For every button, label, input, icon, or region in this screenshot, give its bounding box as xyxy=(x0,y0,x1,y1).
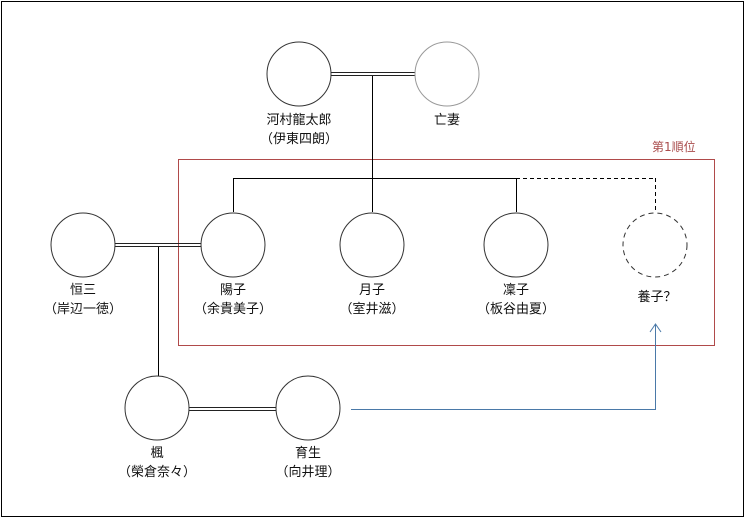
person-actor: （板谷由夏） xyxy=(476,302,556,317)
person-name: 凜子 xyxy=(502,283,530,298)
arrow-ikuo-to-adopted xyxy=(351,325,656,410)
person-actor: （伊東四朗） xyxy=(259,132,339,147)
person-node-tsukiko[interactable] xyxy=(339,212,405,278)
person-node-adopted[interactable] xyxy=(622,212,688,278)
person-actor: （岸辺一徳） xyxy=(43,302,123,317)
person-node-yoko[interactable] xyxy=(200,212,266,278)
person-name: 河村龍太郎 xyxy=(266,113,332,128)
person-label-kozo: 恒三 （岸辺一徳） xyxy=(44,281,122,319)
person-actor: （榮倉奈々） xyxy=(117,465,197,480)
marriage-line-kaede-ikuo xyxy=(189,407,276,411)
person-node-rinko[interactable] xyxy=(483,212,549,278)
person-label-kawamura: 河村龍太郎 （伊東四朗） xyxy=(260,111,338,149)
person-node-ikuo[interactable] xyxy=(275,375,341,441)
person-name: 養子？ xyxy=(637,290,677,305)
person-label-kaede: 楓 （榮倉奈々） xyxy=(118,444,196,482)
first-rank-label: 第1順位 xyxy=(652,140,696,154)
person-actor: （余貴美子） xyxy=(193,302,273,317)
person-actor: （室井滋） xyxy=(339,302,405,317)
person-node-kawamura[interactable] xyxy=(266,41,332,107)
person-label-adopted: 養子？ xyxy=(637,288,676,307)
person-name: 陽子 xyxy=(219,283,247,298)
person-label-tsukiko: 月子 （室井滋） xyxy=(339,281,404,319)
person-label-yoko: 陽子 （余貴美子） xyxy=(194,281,272,319)
person-name: 楓 xyxy=(150,446,164,461)
person-name: 恒三 xyxy=(69,283,97,298)
person-actor: （向井理） xyxy=(275,465,341,480)
person-label-wife: 亡妻 xyxy=(434,111,460,130)
marriage-line-kawamura-wife xyxy=(331,72,415,76)
person-label-rinko: 凜子 （板谷由夏） xyxy=(477,281,555,319)
person-label-ikuo: 育生 （向井理） xyxy=(275,444,340,482)
first-rank-box xyxy=(178,159,715,346)
person-node-kaede[interactable] xyxy=(124,375,190,441)
person-name: 月子 xyxy=(358,283,386,298)
person-name: 育生 xyxy=(294,446,322,461)
arrowhead-icon xyxy=(649,323,662,333)
person-name: 亡妻 xyxy=(433,113,461,128)
person-node-kozo[interactable] xyxy=(50,212,116,278)
marriage-line-kozo-yoko xyxy=(115,243,201,247)
person-node-wife[interactable] xyxy=(414,41,480,107)
